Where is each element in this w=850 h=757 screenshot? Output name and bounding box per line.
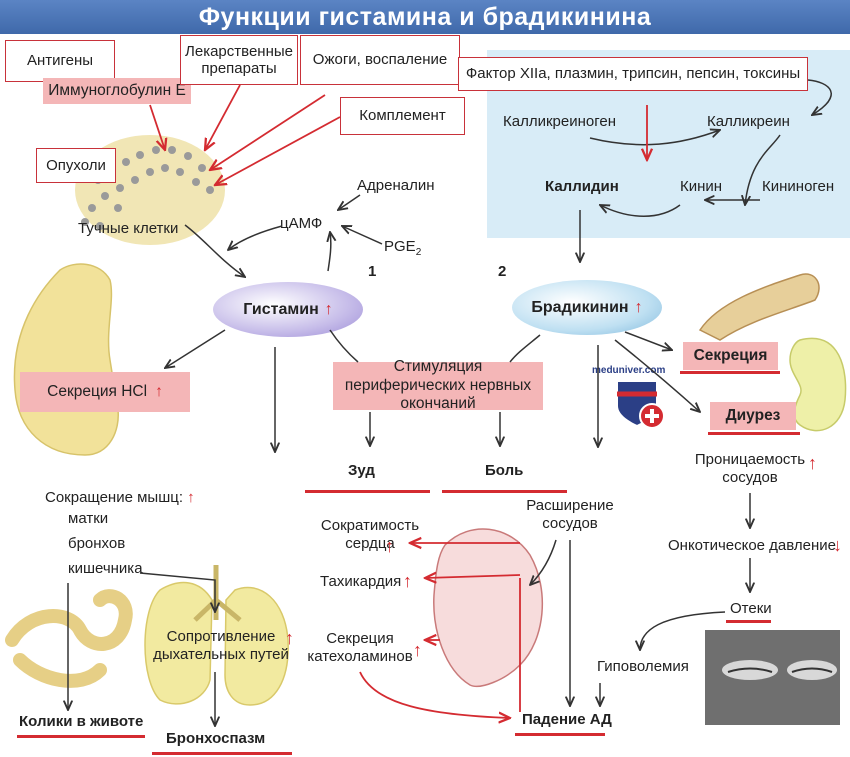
edema-face-photo bbox=[705, 630, 840, 725]
itch-underline bbox=[305, 490, 430, 493]
adrenaline-label: Адреналин bbox=[357, 177, 435, 194]
kininogen-label: Кининоген bbox=[762, 178, 835, 195]
bronchi-label: бронхов bbox=[68, 535, 126, 552]
ige-box: Иммуноглобулин Е bbox=[43, 78, 191, 104]
catecholamines-up-icon: ↑ bbox=[413, 640, 422, 660]
factor-box: Фактор XIIa, плазмин, трипсин, пепсин, т… bbox=[458, 57, 808, 91]
resistance-up-icon: ↑ bbox=[285, 628, 294, 648]
pain-label: Боль bbox=[485, 462, 524, 479]
hcl-secretion-box: Секреция HCl ↑ bbox=[20, 372, 190, 412]
hcl-up-icon: ↑ bbox=[155, 382, 163, 400]
path-number-1: 1 bbox=[368, 263, 377, 280]
kinin-label: Кинин bbox=[680, 178, 723, 195]
mast-cells-label: Тучные клетки bbox=[78, 220, 179, 237]
itch-label: Зуд bbox=[348, 462, 375, 479]
permeability-up-icon: ↑ bbox=[808, 453, 817, 473]
page-title: Функции гистамина и брадикинина bbox=[0, 0, 850, 34]
stimulation-box: Стимуляция периферических нервных оконча… bbox=[333, 358, 543, 412]
kallikrein-label: Калликреин bbox=[707, 113, 790, 130]
oncotic-down-icon: ↓ bbox=[833, 535, 842, 555]
contractility-up-icon: ↑ bbox=[385, 536, 394, 556]
antigens-box: Антигены bbox=[5, 40, 115, 82]
bronchospasm-label: Бронхоспазм bbox=[166, 730, 266, 747]
histamine-up-icon: ↑ bbox=[324, 300, 333, 318]
kallidin-label: Каллидин bbox=[545, 178, 619, 195]
diuresis-underline bbox=[708, 432, 800, 435]
watermark-text: meduniver.com bbox=[592, 365, 666, 376]
diuresis-box: Диурез bbox=[710, 402, 796, 430]
contractility-label: Сократимость сердца bbox=[320, 517, 420, 552]
pge2-label: PGE2 bbox=[384, 238, 422, 258]
hypovolemia-label: Гиповолемия bbox=[597, 658, 689, 675]
edema-label: Отеки bbox=[730, 600, 772, 617]
histamine-node: Гистамин ↑ bbox=[213, 282, 363, 337]
tachycardia-label: Тахикардия bbox=[320, 573, 402, 590]
bradykinin-label: Брадикинин bbox=[531, 298, 629, 316]
colic-underline bbox=[17, 735, 145, 738]
secretion-underline bbox=[680, 371, 780, 374]
catecholamines-label: Секреция катехоламинов bbox=[307, 630, 413, 665]
muscle-contraction-label: Сокращение мышц: ↑ bbox=[45, 489, 195, 506]
kallikreinogen-label: Калликреиноген bbox=[503, 113, 616, 130]
uterus-label: матки bbox=[68, 510, 109, 527]
bradykinin-node: Брадикинин ↑ bbox=[512, 280, 662, 335]
heart-illustration bbox=[433, 528, 544, 687]
vasodilation-label: Расширение сосудов bbox=[526, 497, 614, 532]
camp-label: цАМФ bbox=[280, 215, 323, 232]
secretion-box: Секреция bbox=[683, 342, 778, 370]
meduniver-shield-icon bbox=[616, 380, 665, 429]
pain-underline bbox=[442, 490, 567, 493]
permeability-label: Проницаемость сосудов bbox=[694, 451, 806, 486]
bp-drop-label: Падение АД bbox=[522, 711, 612, 728]
drugs-box: Лекарственные препараты bbox=[180, 35, 298, 85]
resistance-label: Сопротивление дыхательных путей bbox=[153, 628, 289, 663]
burns-box: Ожоги, воспаление bbox=[300, 35, 460, 85]
bp-drop-underline bbox=[515, 733, 605, 736]
path-number-2: 2 bbox=[498, 263, 507, 280]
tachycardia-up-icon: ↑ bbox=[403, 571, 412, 591]
bronchospasm-underline bbox=[152, 752, 292, 755]
complement-box: Комплемент bbox=[340, 97, 465, 135]
histamine-label: Гистамин bbox=[243, 300, 319, 318]
hcl-label: Секреция HCl bbox=[47, 382, 148, 400]
oncotic-label: Онкотическое давление bbox=[668, 537, 837, 554]
colic-label: Колики в животе bbox=[19, 713, 144, 730]
edema-underline bbox=[726, 620, 771, 623]
colon-tube-illustration bbox=[698, 273, 820, 341]
intestine-label: кишечника bbox=[68, 560, 143, 577]
tumors-box: Опухоли bbox=[36, 148, 116, 183]
meduniver-logo: meduniver.com bbox=[592, 365, 672, 436]
bradykinin-up-icon: ↑ bbox=[634, 298, 643, 316]
intestines-illustration bbox=[5, 589, 133, 688]
lungs-illustration bbox=[144, 565, 289, 706]
